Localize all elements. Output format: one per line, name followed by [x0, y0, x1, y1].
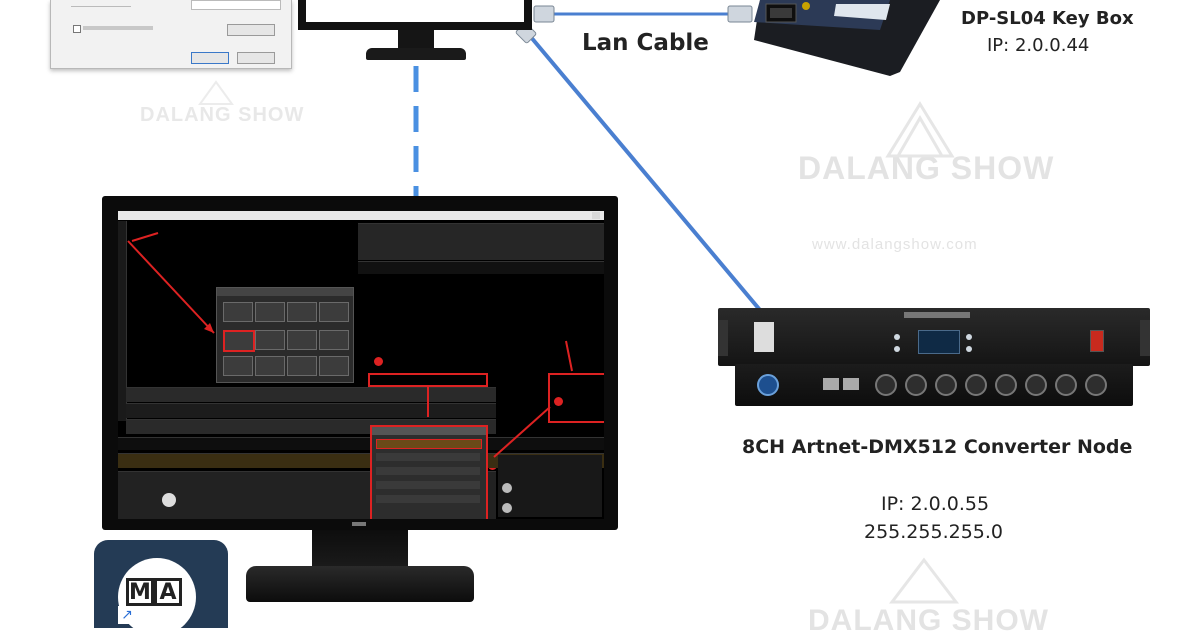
logo-letter-box: M	[126, 578, 154, 606]
node-ip: IP: 2.0.0.55	[881, 493, 990, 515]
power-switch[interactable]	[1090, 330, 1104, 352]
node-name: 8CH Artnet-DMX512 Converter Node	[742, 436, 1133, 458]
watermark-triangle-icon	[198, 80, 234, 105]
annotation-step-marker	[554, 397, 563, 406]
panel-button[interactable]	[894, 334, 900, 340]
dialog-checkbox-text	[83, 26, 153, 30]
popup-panel	[216, 287, 354, 383]
dialog-field	[71, 0, 131, 7]
rj45-plug-left	[533, 5, 555, 23]
panel-button[interactable]	[894, 346, 900, 352]
lan-cable-label: Lan Cable	[582, 30, 709, 56]
small-monitor-screen	[306, 0, 524, 22]
xlr-output-1	[875, 374, 897, 396]
logo-letter-box: A	[154, 578, 182, 606]
popup-button[interactable]	[287, 302, 317, 322]
header-row	[358, 261, 604, 274]
settings-dialog	[50, 0, 292, 69]
display-screen	[918, 330, 960, 354]
popup-button[interactable]	[223, 302, 253, 322]
dropdown-item[interactable]	[376, 481, 480, 489]
dmx-node-rear-panel	[735, 364, 1133, 406]
dropdown-item[interactable]	[376, 495, 480, 503]
popup-button[interactable]	[319, 356, 349, 376]
settings-row	[126, 403, 496, 418]
shortcut-arrow-icon: ↗	[118, 606, 136, 624]
key-box-ip: IP: 2.0.0.44	[987, 35, 1090, 56]
key-box-name: DP-SL04 Key Box	[961, 8, 1134, 29]
dropdown-header	[372, 427, 486, 435]
xlr-output-7	[1055, 374, 1077, 396]
encoder-knob-icon[interactable]	[162, 493, 176, 507]
dialog-ok-button[interactable]	[191, 52, 229, 64]
small-monitor	[298, 0, 532, 30]
xlr-output-2	[905, 374, 927, 396]
watermark-logo-left: DALANG SHOW	[140, 104, 305, 126]
dialog-cancel-button[interactable]	[237, 52, 275, 64]
rj45-plug-right	[727, 5, 753, 23]
window-titlebar	[118, 211, 604, 220]
popup-titlebar	[217, 288, 353, 296]
xlr-output-5	[995, 374, 1017, 396]
keypad-knob-icon[interactable]	[502, 503, 512, 513]
panel-button[interactable]	[966, 334, 972, 340]
dmx-node-front-panel	[718, 308, 1150, 366]
xlr-output-6	[1025, 374, 1047, 396]
big-monitor-base	[246, 566, 474, 602]
rack-ear-right	[1140, 320, 1150, 356]
annotation-arrows	[127, 232, 573, 458]
keypad-knob-icon[interactable]	[502, 483, 512, 493]
brand-badge	[754, 322, 774, 352]
popup-button[interactable]	[255, 330, 285, 350]
annotation-box-corner	[548, 373, 604, 423]
watermark-triangle-icon	[888, 557, 960, 604]
left-toolbar	[118, 221, 127, 421]
small-monitor-stand	[398, 30, 434, 52]
popup-button-highlighted[interactable]	[223, 330, 255, 352]
panel-title-strip	[904, 312, 970, 318]
power-connector	[757, 374, 779, 396]
popup-button[interactable]	[319, 330, 349, 350]
window-close-icon[interactable]	[592, 212, 600, 219]
dialog-checkbox[interactable]	[73, 25, 81, 33]
small-monitor-base	[366, 48, 466, 60]
dialog-input[interactable]	[191, 0, 281, 10]
dropdown-item-selected[interactable]	[376, 439, 482, 449]
key-box-device	[740, 0, 950, 76]
watermark-site-right: www.dalangshow.com	[812, 236, 978, 253]
xlr-output-8	[1085, 374, 1107, 396]
dialog-advanced-button[interactable]	[227, 24, 275, 36]
right-keypad	[498, 455, 602, 517]
panel-button[interactable]	[966, 346, 972, 352]
grandma-software-screen	[118, 211, 604, 519]
popup-button[interactable]	[223, 356, 253, 376]
popup-button[interactable]	[255, 356, 285, 376]
xlr-output-3	[935, 374, 957, 396]
big-monitor-brand-mark	[352, 522, 366, 526]
popup-button[interactable]	[255, 302, 285, 322]
popup-button[interactable]	[287, 356, 317, 376]
annotation-step-marker	[374, 357, 383, 366]
popup-button[interactable]	[319, 302, 349, 322]
dropdown-item[interactable]	[376, 453, 480, 461]
watermark-triangle-icon	[885, 101, 955, 158]
node-subnet-mask: 255.255.255.0	[864, 521, 1004, 543]
ethernet-port	[823, 378, 839, 390]
dropdown-item[interactable]	[376, 467, 480, 475]
top-grid-row	[358, 223, 604, 260]
key-box-drawing	[754, 0, 940, 76]
xlr-output-4	[965, 374, 987, 396]
popup-button[interactable]	[287, 330, 317, 350]
ethernet-port	[843, 378, 859, 390]
rack-ear-left	[718, 320, 728, 356]
interface-dropdown-list[interactable]	[370, 425, 488, 519]
settings-row	[126, 387, 496, 402]
grandma-app-logo: M A ↗	[94, 540, 228, 628]
